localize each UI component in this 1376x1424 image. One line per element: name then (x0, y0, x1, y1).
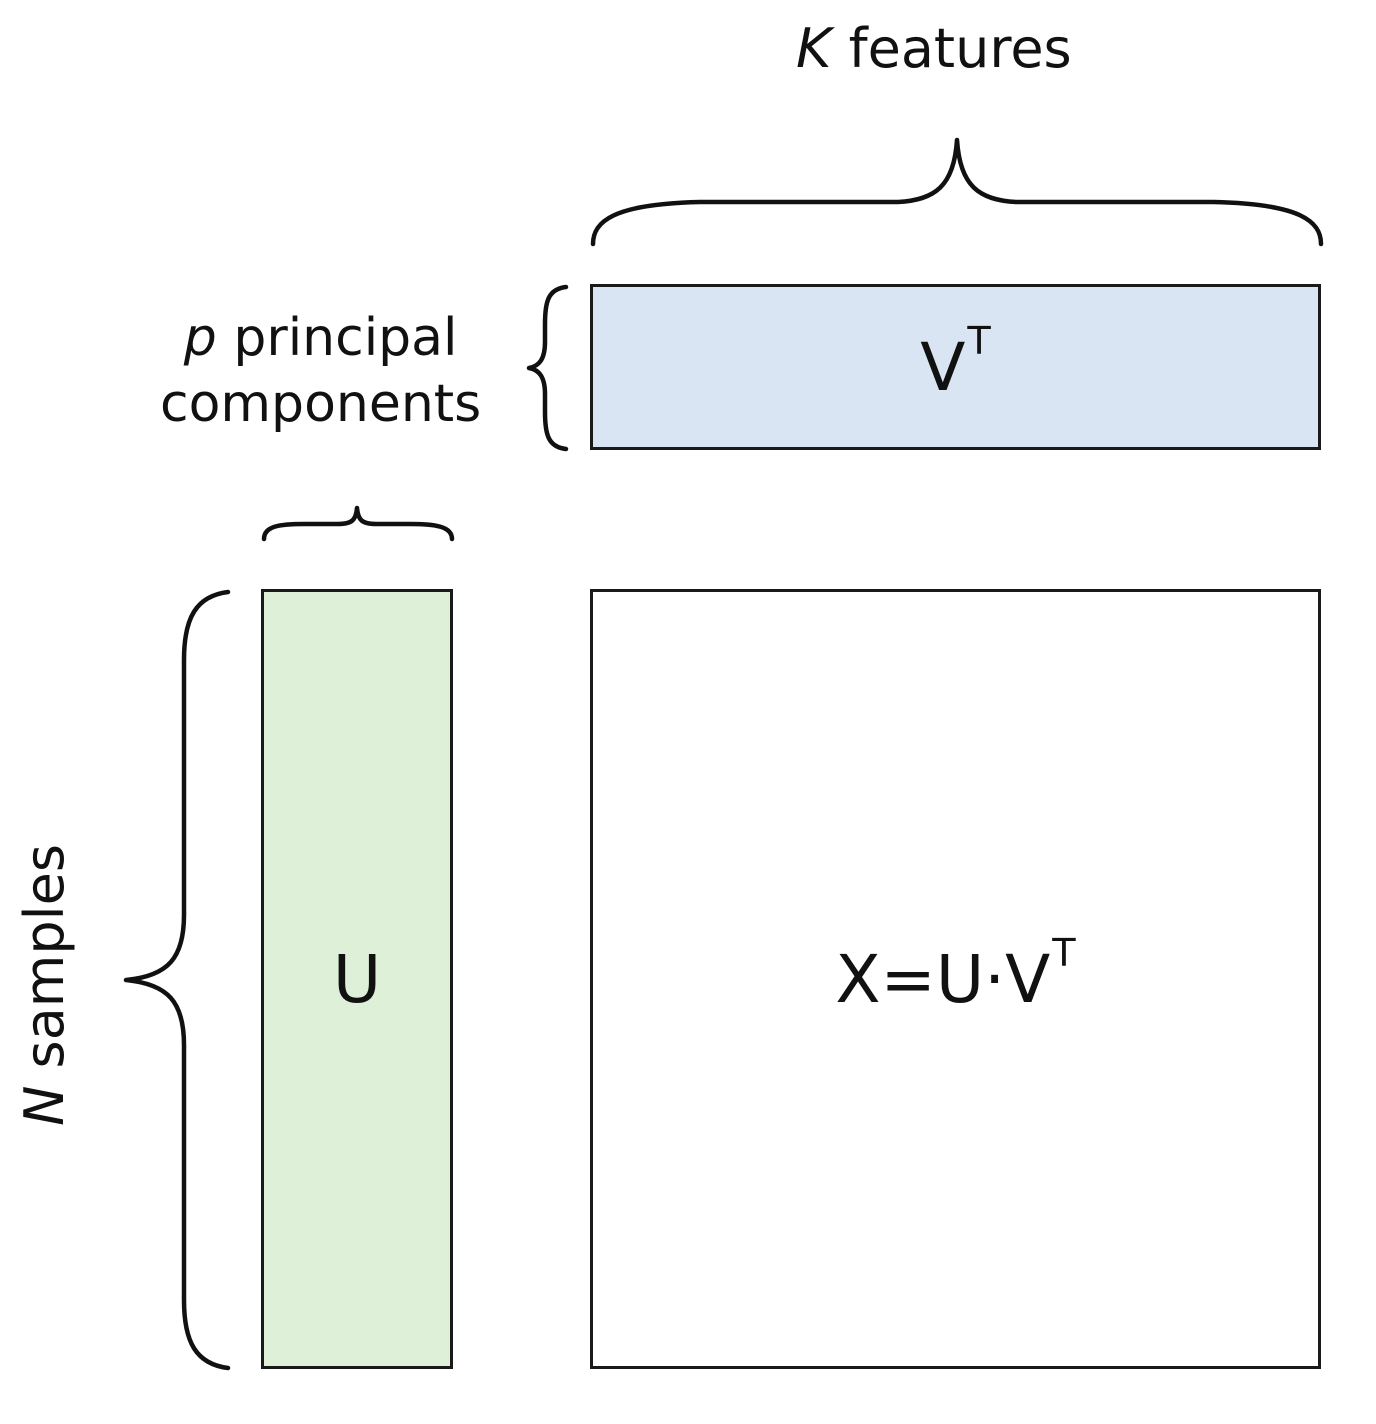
features-text: features (848, 17, 1072, 80)
principal-components-variable: p (183, 308, 217, 368)
x-matrix: X=U·VT (590, 589, 1321, 1369)
principal-components-word1: principal (233, 308, 458, 368)
samples-label: N samples (13, 844, 76, 1126)
u-matrix-label: U (332, 940, 382, 1018)
components-brace (526, 284, 569, 452)
x-superscript: T (1052, 930, 1076, 976)
u-width-brace (261, 505, 455, 542)
samples-brace (123, 589, 231, 1371)
x-base: X=U·V (835, 940, 1051, 1018)
vt-base: V (920, 328, 966, 406)
features-label: K features (796, 22, 1072, 76)
features-variable: K (796, 17, 832, 80)
vt-superscript: T (967, 318, 991, 364)
samples-text: samples (13, 843, 76, 1069)
principal-components-line2: components (160, 374, 482, 434)
vt-matrix: VT (590, 284, 1321, 450)
samples-variable: N (13, 1085, 76, 1127)
u-matrix: U (261, 589, 453, 1369)
principal-components-label: p principal components (160, 305, 481, 437)
x-matrix-label: X=U·VT (835, 931, 1075, 1018)
features-brace (590, 137, 1324, 247)
vt-matrix-label: VT (920, 319, 991, 406)
principal-components-line1: p principal (160, 305, 481, 371)
